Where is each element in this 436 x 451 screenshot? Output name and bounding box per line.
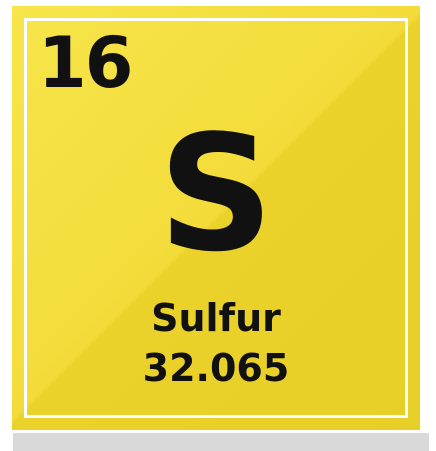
atomic-number: 16 bbox=[38, 22, 133, 104]
tile-border bbox=[24, 18, 408, 418]
element-symbol: S bbox=[158, 100, 274, 287]
atomic-mass: 32.065 bbox=[142, 346, 290, 390]
tile-shadow bbox=[13, 433, 429, 451]
element-tile: 16 S Sulfur 32.065 bbox=[12, 6, 420, 430]
element-name: Sulfur bbox=[151, 296, 281, 340]
